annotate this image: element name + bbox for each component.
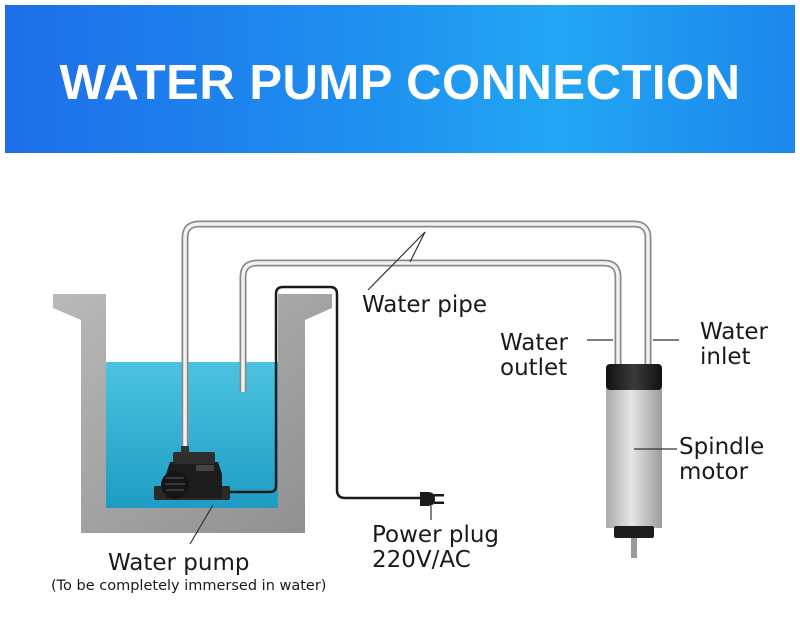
page-title: WATER PUMP CONNECTION (59, 56, 741, 110)
power-plug-icon (420, 492, 444, 506)
power-cable (213, 285, 420, 500)
spindle-motor (606, 364, 662, 558)
title-banner: WATER PUMP CONNECTION (5, 5, 795, 153)
spindle-motor-label: Spindle motor (679, 434, 765, 485)
water-pump-label: Water pump (108, 550, 250, 576)
water-outlet-label: Water outlet (500, 330, 568, 381)
leader-lines (189, 231, 679, 545)
water-pipe-label: Water pipe (362, 292, 488, 318)
water-pump (154, 446, 230, 500)
pump-note: (To be completely immersed in water) (51, 578, 327, 594)
power-plug-label: Power plug 220V/AC (372, 522, 500, 573)
outer-water-pipe (181, 220, 652, 458)
inner-water-pipe (239, 259, 622, 392)
water-inlet-label: Water inlet (700, 319, 768, 370)
water-tank (53, 294, 332, 533)
